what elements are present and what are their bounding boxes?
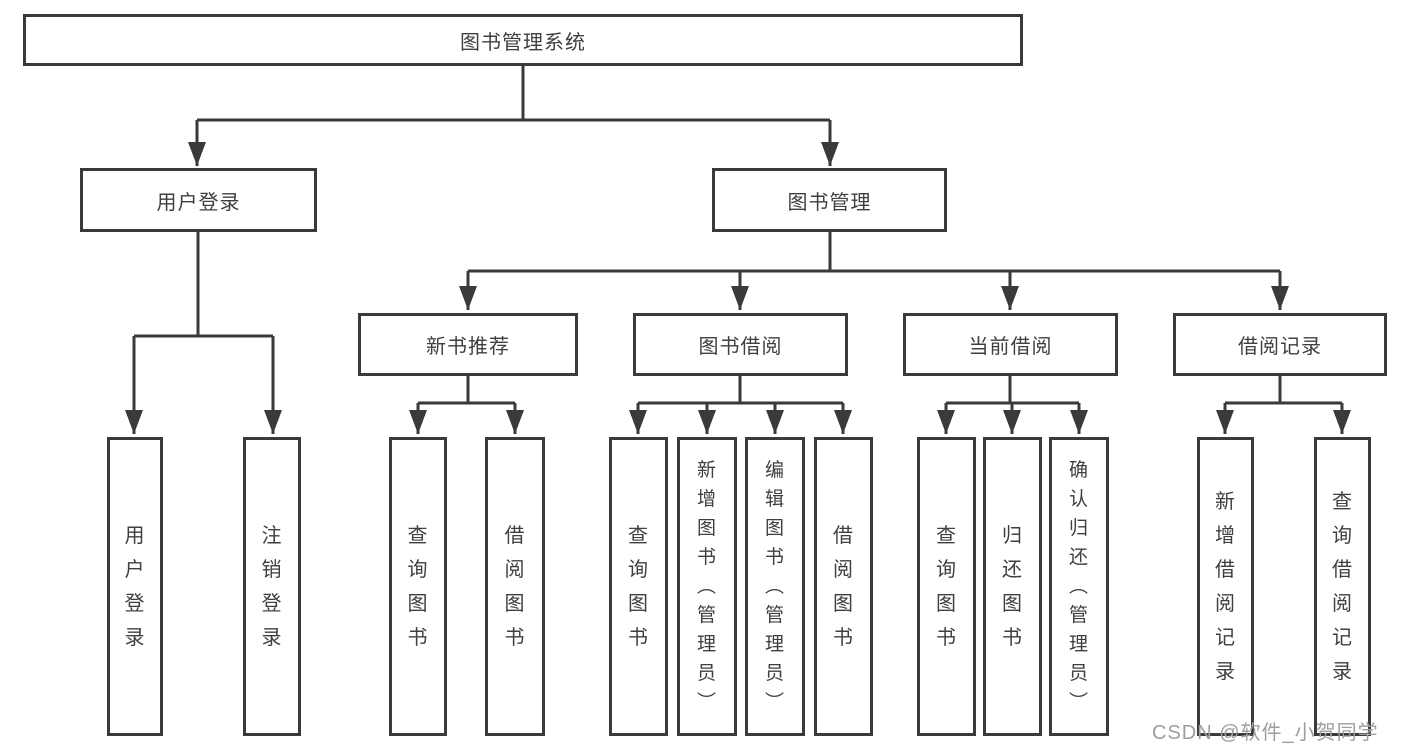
node-borrow-records-label: 借阅记录 [1238,336,1322,358]
leaf-current-query-books: 查询图书 [917,437,976,736]
leaf-newbook-borrow-books: 借阅图书 [485,437,545,736]
node-user-login-label: 用户登录 [156,191,241,214]
leaf-user-login-label: 用户登录 [124,524,146,649]
node-user-login: 用户登录 [80,168,317,232]
node-book-borrow-label: 图书借阅 [698,336,783,358]
leaf-borrow-borrow-books: 借阅图书 [814,437,873,736]
node-book-management-label: 图书管理 [787,191,872,214]
leaf-logout: 注销登录 [243,437,301,736]
leaf-borrow-edit-books-admin: 编辑图书︵管理员︶ [745,437,805,736]
leaf-current-confirm-return-admin-label: 确认归还︵管理员︶ [1068,460,1089,713]
leaf-borrow-add-books-admin: 新增图书︵管理员︶ [677,437,737,736]
leaf-records-add-borrow-record: 新增借阅记录 [1197,437,1254,736]
node-new-book-recommend-label: 新书推荐 [426,336,510,358]
node-book-borrow: 图书借阅 [633,313,848,376]
node-root-label: 图书管理系统 [460,31,586,54]
node-current-borrow: 当前借阅 [903,313,1118,376]
leaf-borrow-add-books-admin-label: 新增图书︵管理员︶ [696,460,717,713]
leaf-current-query-books-label: 查询图书 [936,524,957,649]
leaf-logout-label: 注销登录 [261,524,283,649]
leaf-newbook-query-books-label: 查询图书 [407,524,429,649]
leaf-borrow-query-books: 查询图书 [609,437,668,736]
leaf-borrow-borrow-books-label: 借阅图书 [833,524,854,649]
watermark: CSDN @软件_小贺同学 [1152,722,1379,744]
leaf-newbook-borrow-books-label: 借阅图书 [504,524,526,649]
leaf-user-login: 用户登录 [107,437,163,736]
leaf-borrow-query-books-label: 查询图书 [628,524,649,649]
node-borrow-records: 借阅记录 [1173,313,1387,376]
leaf-records-query-borrow-record: 查询借阅记录 [1314,437,1371,736]
leaf-current-confirm-return-admin: 确认归还︵管理员︶ [1049,437,1109,736]
leaf-records-query-borrow-record-label: 查询借阅记录 [1332,490,1353,683]
node-book-management: 图书管理 [712,168,947,232]
leaf-current-return-books-label: 归还图书 [1002,524,1023,649]
node-root: 图书管理系统 [23,14,1023,66]
node-current-borrow-label: 当前借阅 [968,336,1053,358]
leaf-current-return-books: 归还图书 [983,437,1042,736]
leaf-records-add-borrow-record-label: 新增借阅记录 [1215,490,1236,683]
leaf-borrow-edit-books-admin-label: 编辑图书︵管理员︶ [764,460,785,713]
leaf-newbook-query-books: 查询图书 [389,437,447,736]
node-new-book-recommend: 新书推荐 [358,313,578,376]
